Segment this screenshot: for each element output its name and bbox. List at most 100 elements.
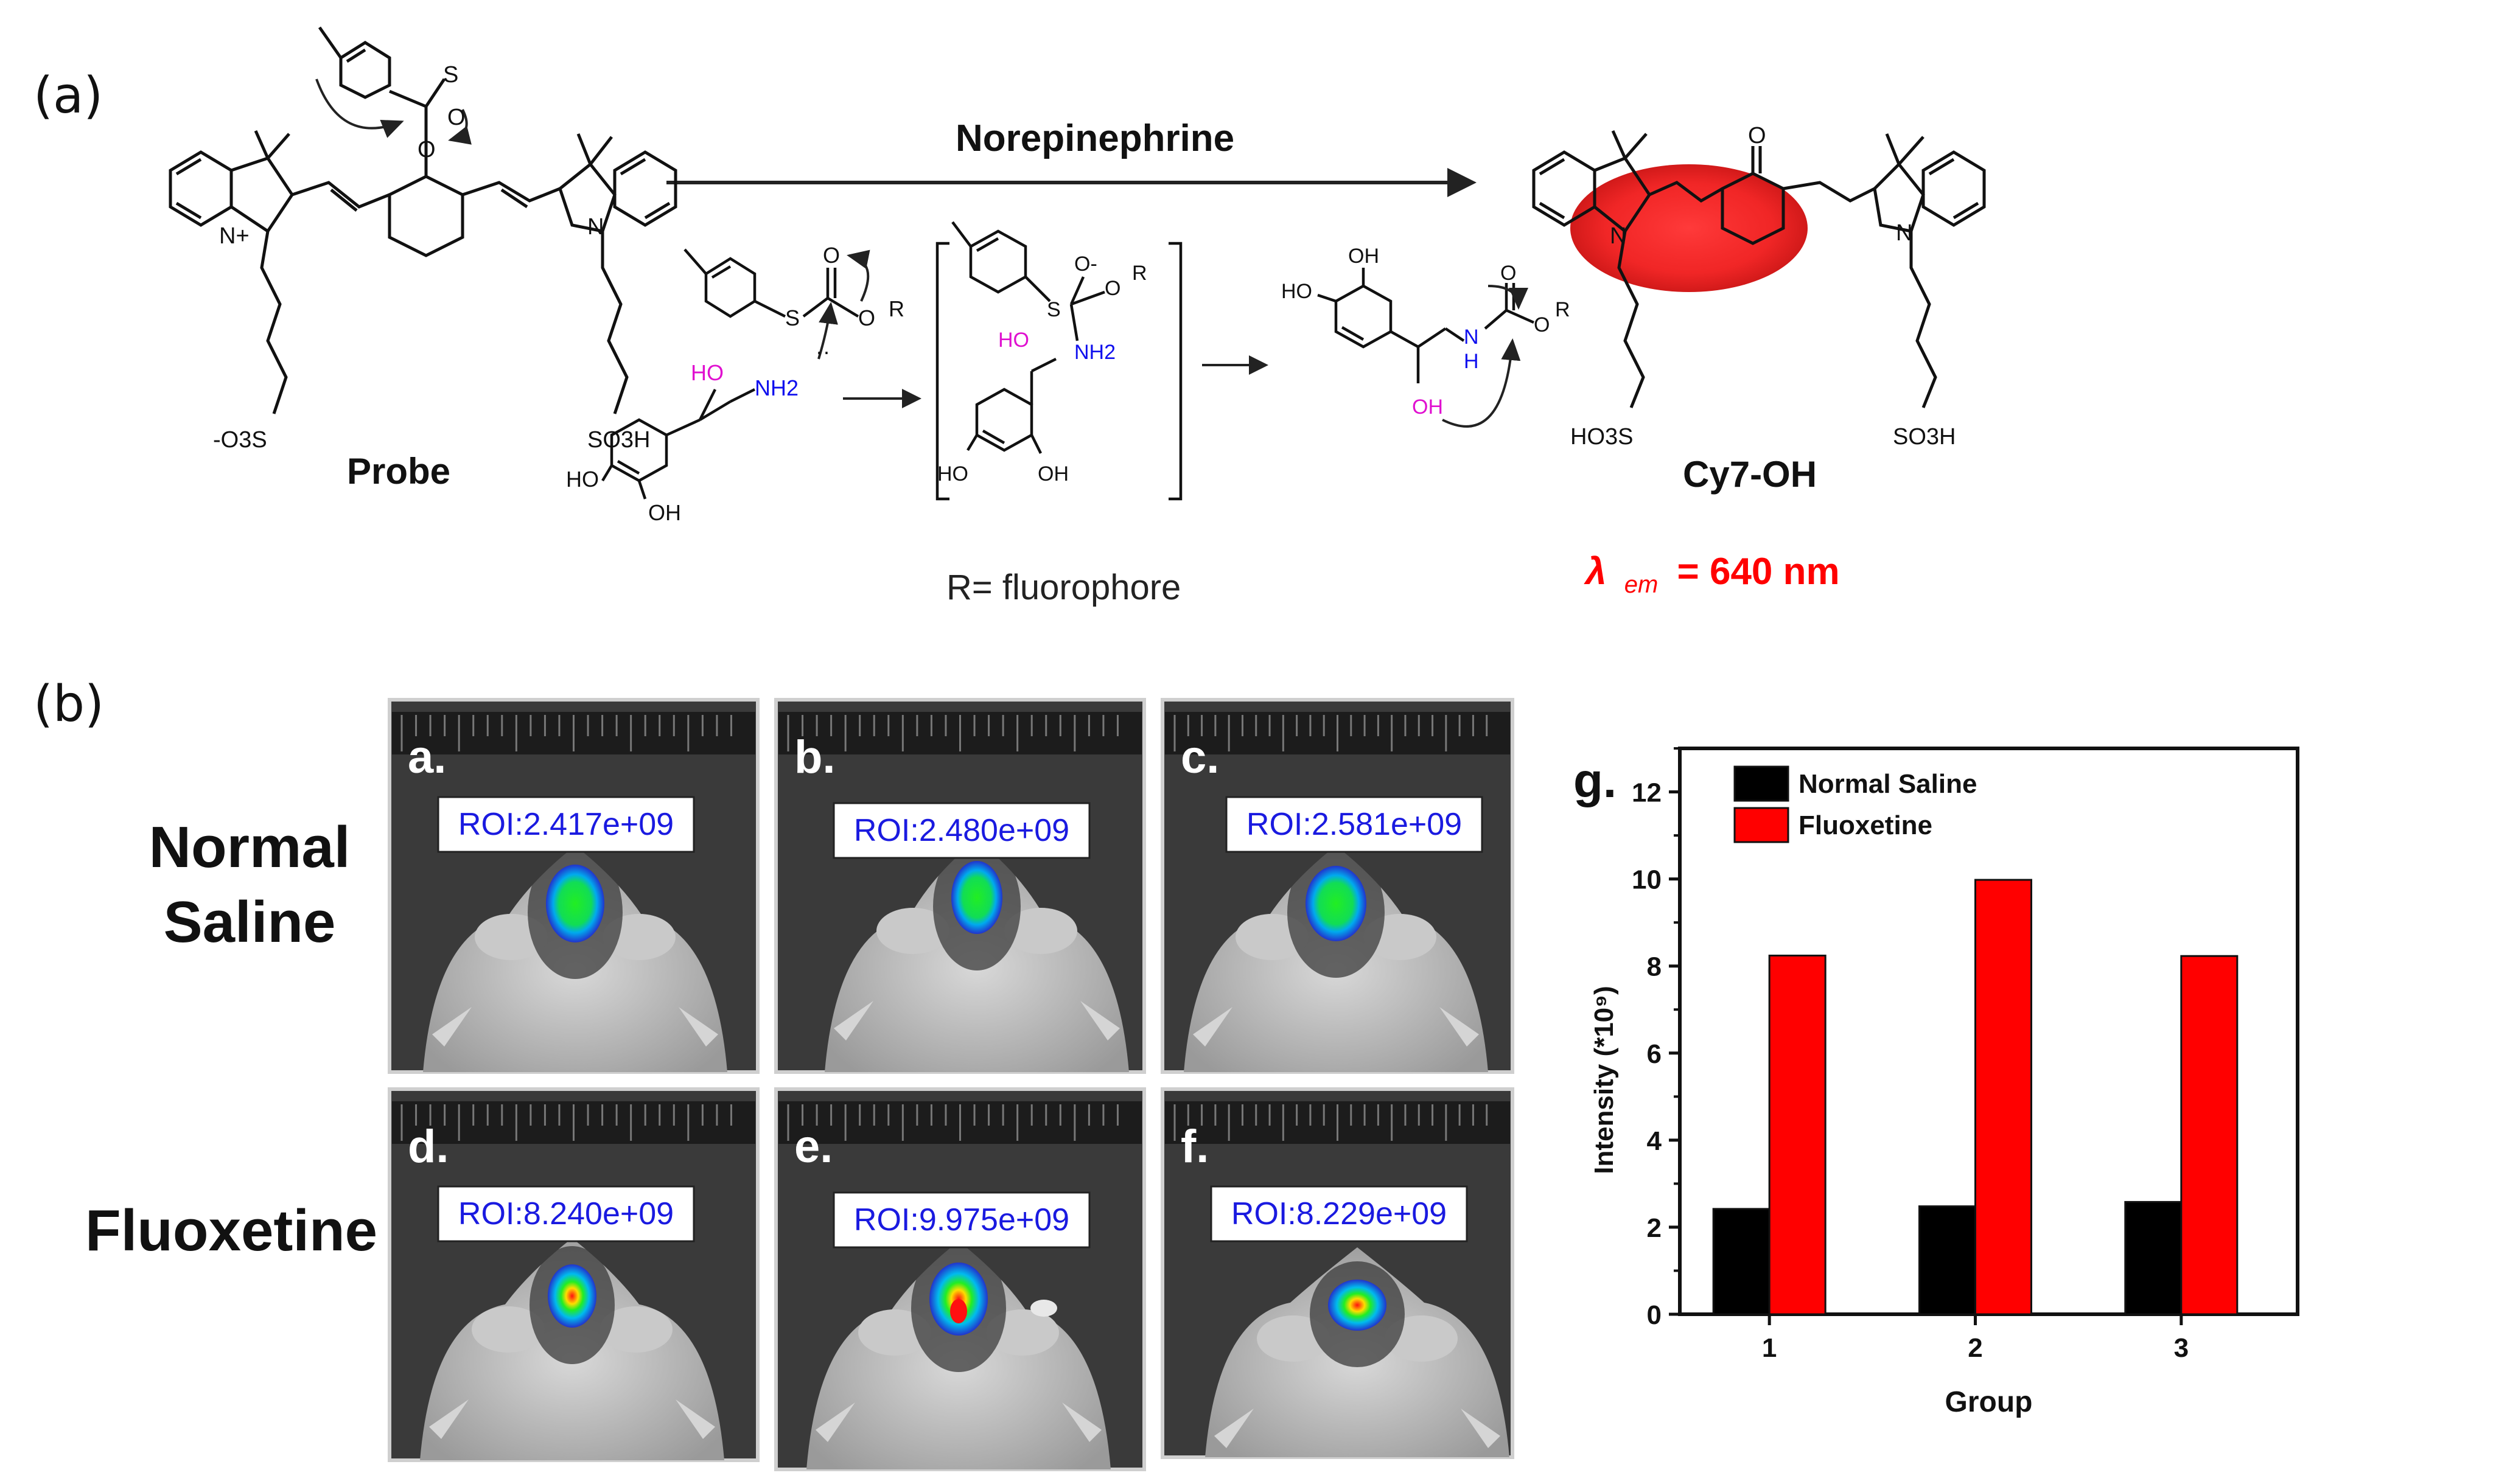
row-label-normal-line2: Saline — [164, 890, 336, 955]
mouse-paw-right — [676, 1399, 715, 1439]
roi-value: ROI:8.240e+09 — [458, 1196, 674, 1231]
product-n-left: N — [1610, 223, 1626, 249]
legend-swatch — [1733, 765, 1789, 802]
highlight-ellipse — [1570, 164, 1808, 292]
debris — [1030, 1300, 1057, 1317]
emission-label: λ em = 640 nm — [1584, 551, 1840, 601]
carb-oh-pink: OH — [1412, 395, 1443, 419]
bar-normal-saline-2 — [1918, 1205, 1976, 1315]
probe-s: S — [443, 62, 458, 88]
mouse-ear-left — [472, 1306, 545, 1353]
y-tick-label: 12 — [1632, 778, 1662, 808]
mouse-paw-left — [432, 1007, 472, 1047]
image-letter: f. — [1181, 1121, 1209, 1172]
intermediate-structure — [935, 221, 1183, 501]
bar-fluoxetine-1 — [1768, 955, 1827, 1315]
y-tick-label: 0 — [1647, 1300, 1662, 1330]
mouse-paw-left — [1214, 1409, 1254, 1448]
probe-so3-minus: -O3S — [213, 427, 267, 453]
fluorescence-signal — [1306, 866, 1366, 941]
carbamate-labels: OH HO N H O O R OH — [1281, 245, 1570, 419]
mechanism-reagent-labels: S O O R ·· HO NH2 HO OH — [566, 243, 904, 525]
x-axis-label: Group — [1945, 1386, 2033, 1418]
roi-value: ROI:2.417e+09 — [458, 807, 674, 842]
product-n-right: N — [1896, 220, 1912, 246]
mouse-paw-right — [1439, 1007, 1479, 1047]
mouse-image-2: b.ROI:2.480e+09 — [774, 698, 1146, 1074]
carb-h: H — [1464, 350, 1479, 373]
panel-b-label: (b) — [33, 675, 104, 733]
fluorescence-signal — [548, 1264, 596, 1328]
probe-atom-labels: N+ N O S O -O3S SO3H — [213, 62, 650, 453]
carb-o-ether: O — [1534, 313, 1550, 336]
mouse-ear-right — [1004, 908, 1077, 954]
lambda-subscript: em — [1624, 571, 1659, 598]
mouse-ear-right — [600, 1306, 673, 1353]
y-tick-label: 4 — [1647, 1126, 1662, 1156]
row-label-normal-saline: Normal Saline — [149, 815, 351, 955]
mouse-paw-left — [834, 1001, 873, 1040]
probe-label: Probe — [347, 451, 450, 492]
ne-ho: HO — [691, 360, 724, 385]
ne-nh2: NH2 — [755, 375, 799, 400]
bar-fluoxetine-2 — [1974, 879, 2032, 1315]
mechanism-reagent — [601, 248, 870, 500]
image-letter: c. — [1181, 731, 1219, 783]
int-o-minus: O- — [1074, 253, 1097, 276]
mouse-paw-left — [429, 1399, 469, 1439]
probe-o-ether: O — [418, 137, 436, 162]
carb-n: N — [1464, 326, 1479, 349]
roi-value: ROI:2.581e+09 — [1246, 807, 1462, 842]
bar-normal-saline-1 — [1712, 1208, 1771, 1315]
mouse-ear-left — [876, 908, 949, 954]
roi-value: ROI:9.975e+09 — [854, 1202, 1069, 1238]
image-letter: b. — [794, 731, 836, 783]
y-tick-label: 2 — [1647, 1213, 1662, 1243]
product-so3h: SO3H — [1893, 424, 1956, 450]
int-nh2: NH2 — [1074, 341, 1116, 364]
roi-box — [437, 796, 695, 853]
reagent-s: S — [785, 305, 800, 330]
mouse-image-5: e. ROI:9.975e+09 — [774, 1087, 1146, 1471]
ne-oh-ring: OH — [648, 500, 681, 525]
int-r: R — [1132, 262, 1147, 285]
roi-box — [833, 802, 1091, 859]
roi-box — [1210, 1185, 1468, 1242]
panel-a-label: (a) — [33, 67, 103, 125]
y-tick-label: 6 — [1647, 1039, 1662, 1069]
bar-normal-saline-3 — [2124, 1200, 2183, 1315]
legend-label: Normal Saline — [1799, 769, 1977, 799]
carb-r: R — [1555, 298, 1570, 321]
mouse-image-4: d. ROI:8.240e+09 — [388, 1087, 760, 1462]
image-letter: e. — [794, 1121, 833, 1172]
reagent-o-ether: O — [858, 305, 875, 330]
probe-n-plus: N+ — [219, 223, 250, 249]
mouse-paw-left — [1193, 1007, 1232, 1047]
emission-value: = 640 nm — [1677, 551, 1840, 593]
probe-o-carbonyl: O — [447, 105, 466, 130]
x-tick-label: 2 — [1968, 1333, 1982, 1363]
reagent-lone-pair: ·· — [816, 339, 830, 364]
roi-box — [437, 1185, 695, 1242]
fluorescence-signal — [951, 861, 1002, 934]
y-tick-label: 8 — [1647, 952, 1662, 982]
int-o: O — [1105, 277, 1120, 300]
image-letter: d. — [408, 1121, 449, 1172]
int-ho-ring: HO — [937, 462, 968, 486]
roi-box — [1225, 796, 1483, 853]
x-tick-label: 3 — [2174, 1333, 2189, 1363]
r-fluorophore-note: R= fluorophore — [946, 568, 1181, 607]
int-s: S — [1047, 298, 1061, 321]
arrow-label: Norepinephrine — [956, 117, 1234, 159]
x-tick-label: 1 — [1762, 1333, 1777, 1363]
mouse-paw-left — [816, 1402, 855, 1442]
mouse-image-6: f.ROI:8.229e+09 — [1161, 1087, 1514, 1459]
product-structure: N N O HO3S SO3H — [1532, 123, 1986, 450]
fluorescence-signal — [1328, 1280, 1386, 1331]
int-ho: HO — [998, 329, 1029, 352]
product-ho3s: HO3S — [1570, 424, 1633, 450]
reagent-o-carbonyl: O — [823, 243, 840, 268]
y-tick-label: 10 — [1632, 865, 1662, 895]
